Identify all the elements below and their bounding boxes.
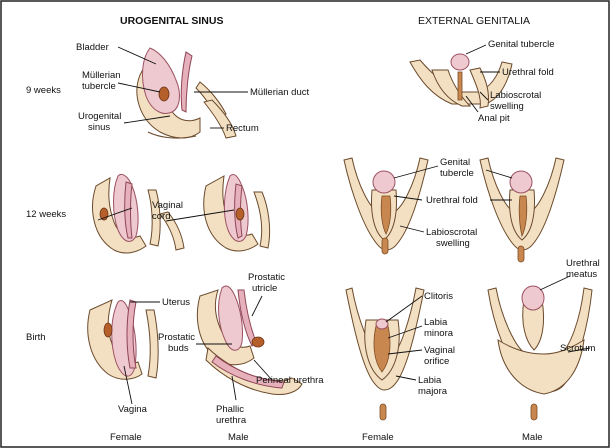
label-prostatic-buds-line2: buds [168, 343, 189, 354]
label-urogenital-sinus-line1: Urogenital [78, 111, 121, 122]
label-labia-majora-line2: majora [418, 386, 448, 397]
footer-male-right: Male [522, 432, 543, 443]
label-phallic-urethra-line1: Phallic [216, 404, 244, 415]
genitalia-birth-female-illustration [346, 288, 424, 420]
label-labioscrotal-9-line2: swelling [490, 101, 524, 112]
footer-male-left: Male [228, 432, 249, 443]
sinus-birth-female-illustration [88, 300, 158, 379]
footer-female-left: Female [110, 432, 142, 443]
row-label-12-weeks: 12 weeks [26, 209, 66, 220]
label-urethral-fold-12: Urethral fold [426, 195, 478, 206]
label-bladder: Bladder [76, 42, 109, 53]
label-genital-tubercle-12-line1: Genital [440, 157, 470, 168]
label-genital-tubercle-12-line2: tubercle [440, 168, 474, 179]
label-labia-minora-line2: minora [424, 328, 454, 339]
label-urogenital-sinus-line2: sinus [88, 122, 110, 133]
footer-female-right: Female [362, 432, 394, 443]
label-prostatic-utricle-line1: Prostatic [248, 272, 285, 283]
label-vaginal-orifice-line1: Vaginal [424, 345, 455, 356]
label-labioscrotal-9-line1: Labioscrotal [490, 90, 541, 101]
label-mullerian-duct: Müllerian duct [250, 87, 309, 98]
label-urethral-meatus-line1: Urethral [566, 258, 600, 269]
label-vaginal-cord-line1: Vaginal [152, 200, 183, 211]
label-vaginal-orifice-line2: orifice [424, 356, 449, 367]
sinus-12-weeks-male-illustration [204, 174, 270, 251]
heading-urogenital-sinus: UROGENITAL SINUS [120, 15, 223, 27]
label-genital-tubercle-9: Genital tubercle [488, 39, 555, 50]
label-phallic-urethra-line2: urethra [216, 415, 247, 426]
label-anal-pit: Anal pit [478, 113, 510, 124]
heading-external-genitalia: EXTERNAL GENITALIA [418, 15, 530, 27]
label-labia-minora-line1: Labia [424, 317, 448, 328]
row-label-birth: Birth [26, 332, 46, 343]
row-label-9-weeks: 9 weeks [26, 85, 61, 96]
sinus-9-weeks-illustration [137, 48, 236, 138]
label-labia-majora-line1: Labia [418, 375, 442, 386]
label-urethral-fold-9: Urethral fold [502, 67, 554, 78]
label-rectum: Rectum [226, 123, 259, 134]
label-mullerian-tubercle-line1: Müllerian [82, 70, 121, 81]
genitalia-12-weeks-male-illustration [480, 158, 564, 262]
label-uterus: Uterus [162, 297, 190, 308]
label-mullerian-tubercle-line2: tubercle [82, 81, 116, 92]
label-labioscrotal-12-line1: Labioscrotal [426, 227, 477, 238]
label-vaginal-cord-line2: cord [152, 211, 170, 222]
label-clitoris: Clitoris [424, 291, 453, 302]
label-vagina: Vagina [118, 404, 148, 415]
label-prostatic-buds-line1: Prostatic [158, 332, 195, 343]
label-urethral-meatus-line2: meatus [566, 269, 597, 280]
label-labioscrotal-12-line2: swelling [436, 238, 470, 249]
label-prostatic-utricle-line2: utricle [252, 283, 277, 294]
label-scrotum: Scrotum [560, 343, 595, 354]
label-perineal-urethra: Perineal urethra [256, 375, 324, 386]
